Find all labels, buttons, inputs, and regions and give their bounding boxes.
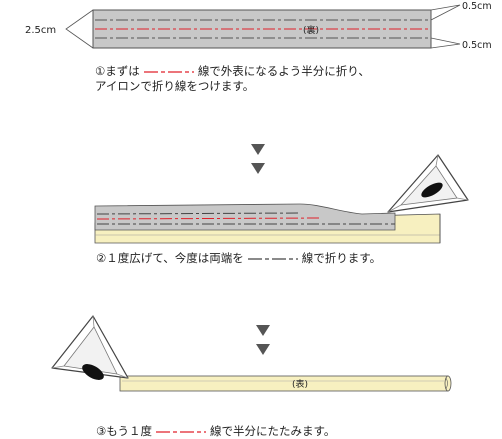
step2-fold-line-top xyxy=(96,212,301,215)
dark-dashed-line-icon xyxy=(247,257,298,260)
red-dashed-line-icon xyxy=(155,430,206,433)
step1-strip-label: (裏) xyxy=(303,24,319,36)
iron-icon xyxy=(51,315,129,380)
step2-caption-pre: ②１度広げて、今度は両端を xyxy=(96,251,244,265)
step3-caption-pre: ③もう１度 xyxy=(96,424,152,438)
step3-caption-post: 線で半分にたたみます。 xyxy=(209,424,336,438)
step2-figure xyxy=(94,154,469,244)
step1-caption: ①まずは 線で外表になるよう半分に折り、 アイロンで折り線をつけます。 xyxy=(95,64,370,94)
down-arrow-icon xyxy=(256,344,270,355)
step3-strip-label: (表) xyxy=(292,378,308,390)
step1-figure: (裏) 2.5cm 0.5cm 0.5cm xyxy=(25,1,492,51)
step2-strip-gray xyxy=(94,203,396,231)
margin-bottom-pointer xyxy=(430,37,461,49)
width-pointer xyxy=(65,9,94,49)
margin-top-label: 0.5cm xyxy=(462,1,492,12)
step3-caption: ③もう１度 線で半分にたたみます。 xyxy=(96,424,335,439)
step1-caption-pre: ①まずは xyxy=(95,64,140,78)
step3-strip xyxy=(119,375,449,392)
step2-caption-post: 線で折ります。 xyxy=(301,251,382,265)
step1-caption-line2: アイロンで折り線をつけます。 xyxy=(95,79,255,93)
step2-fold-line-red xyxy=(96,217,321,220)
margin-bottom-label: 0.5cm xyxy=(462,40,492,51)
width-label: 2.5cm xyxy=(25,25,56,36)
margin-top-pointer xyxy=(430,4,461,21)
step2-caption: ②１度広げて、今度は両端を 線で折ります。 xyxy=(96,251,381,266)
down-arrow-icon xyxy=(251,163,265,174)
step3-figure: (表) xyxy=(51,315,452,392)
step1-caption-post: 線で外表になるよう半分に折り、 xyxy=(197,64,370,78)
down-arrow-icon xyxy=(256,325,270,336)
down-arrow-icon xyxy=(251,144,265,155)
step3-strip-end-detail xyxy=(445,377,448,390)
iron-icon xyxy=(387,154,469,213)
red-dashed-line-icon xyxy=(143,70,194,73)
